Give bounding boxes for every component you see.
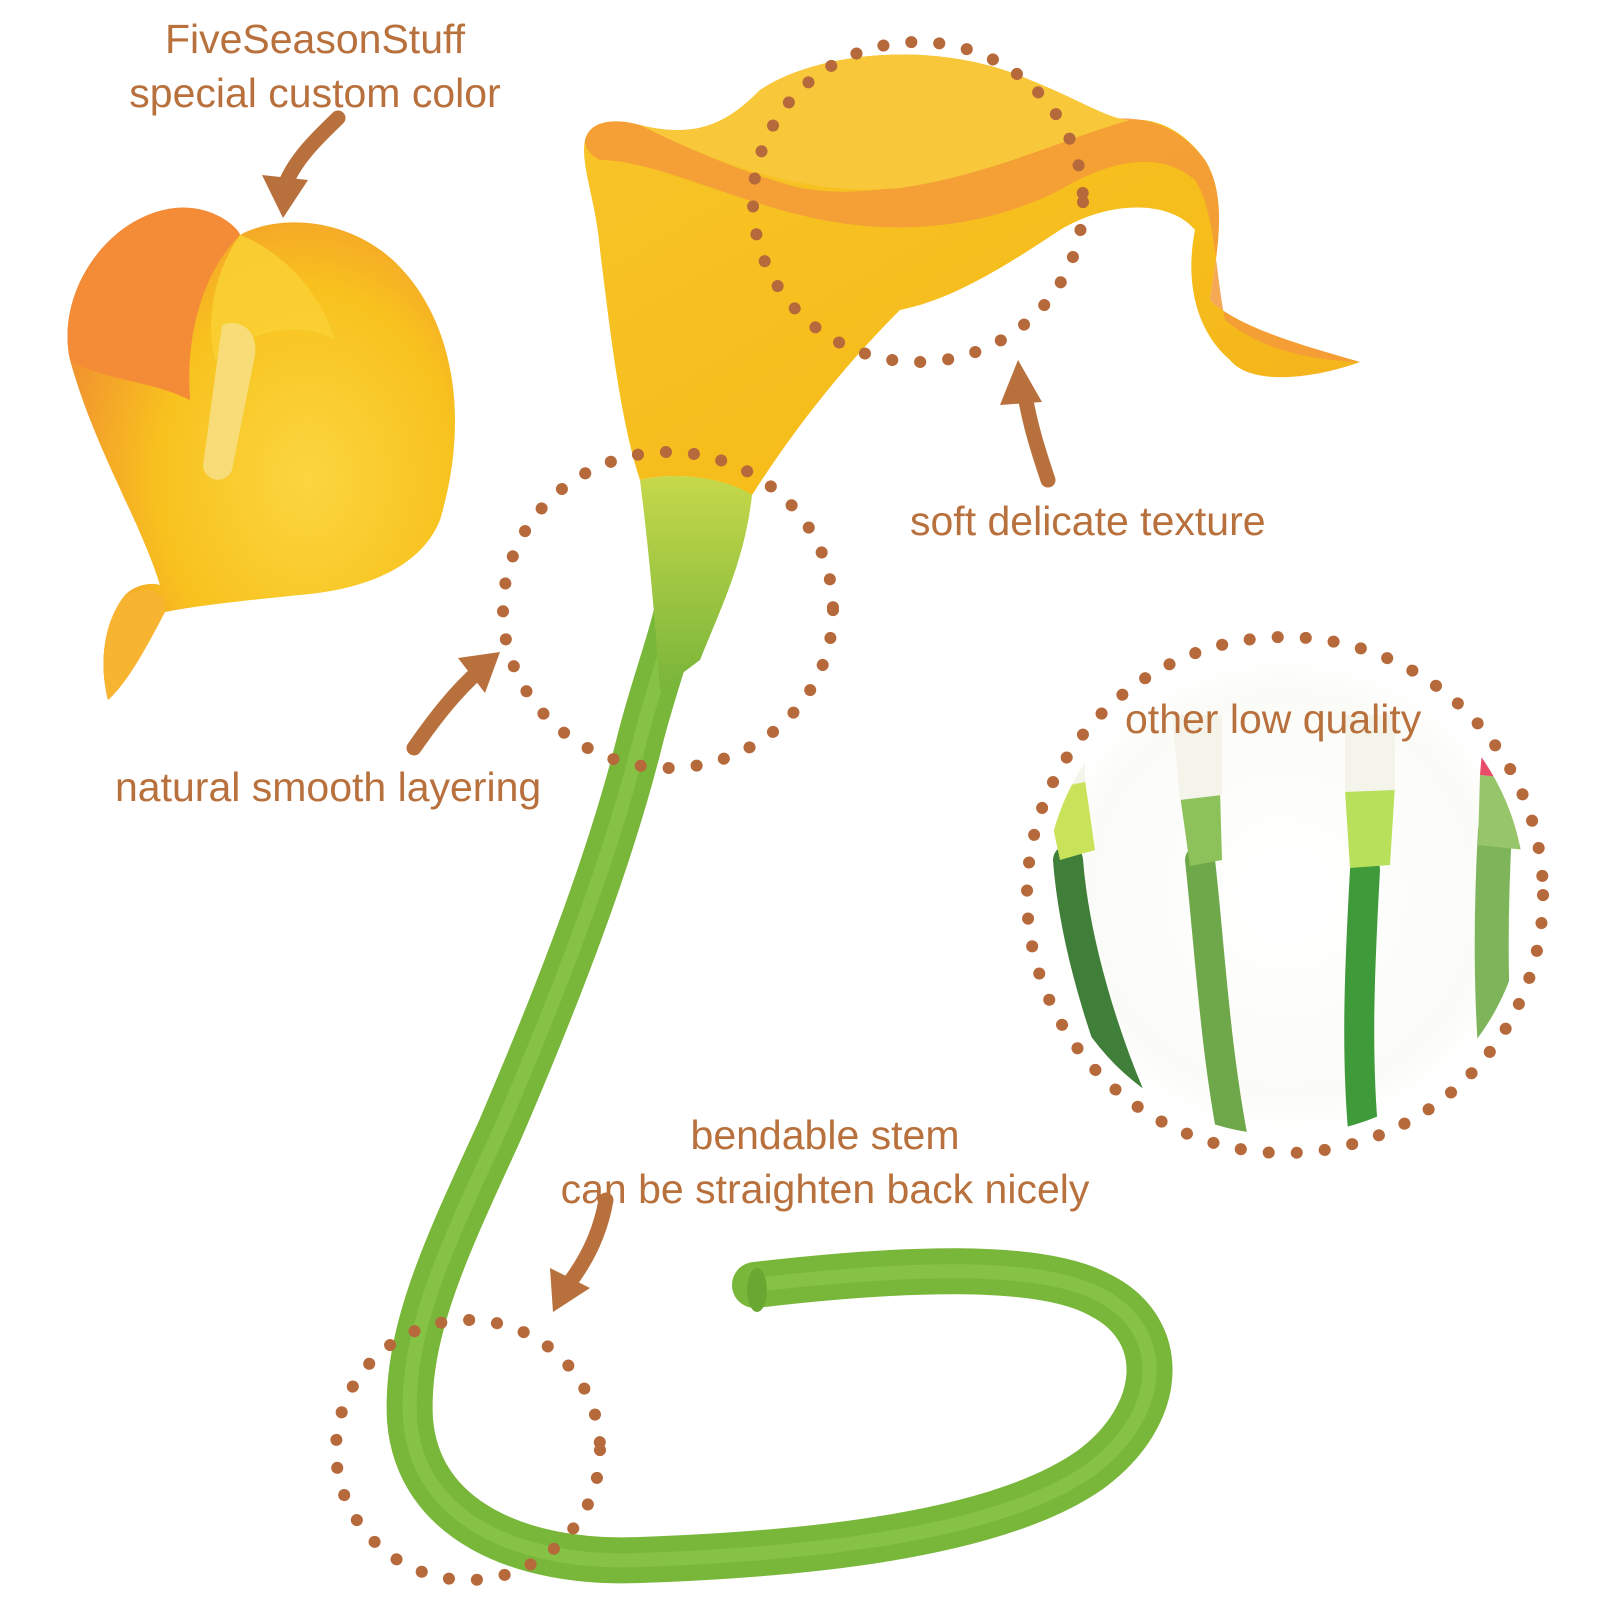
custom-color-flower-photo: [67, 207, 455, 700]
low-quality-label: other low quality: [1125, 696, 1422, 742]
low-quality-highlight-ring: [1021, 631, 1549, 1159]
annotation-arrows: [262, 110, 1056, 1312]
bendable-stem-label-desc: can be straighten back nicely: [560, 1166, 1090, 1212]
custom-color-label-brand: FiveSeasonStuff: [164, 16, 466, 62]
layering-highlight-ring: [497, 446, 839, 774]
bendable-stem-label-title: bendable stem: [690, 1112, 960, 1158]
calla-lily-photo: [386, 54, 1360, 1584]
custom-color-arrow-icon: [262, 110, 346, 218]
custom-color-label-desc: special custom color: [129, 70, 501, 116]
custom-color-label: FiveSeasonStuff special custom color: [125, 12, 505, 120]
bendable-stem-label: bendable stem can be straighten back nic…: [525, 1108, 1125, 1216]
texture-highlight-ring: [747, 36, 1089, 368]
layering-label: natural smooth layering: [115, 764, 542, 810]
bendable-stem-arrow-icon: [550, 1192, 614, 1312]
stem-highlight-ring: [330, 1314, 606, 1586]
texture-arrow-icon: [1000, 360, 1056, 488]
layering-arrow-icon: [406, 652, 500, 756]
texture-label: soft delicate texture: [910, 498, 1266, 544]
dotted-highlight-rings: [330, 36, 1549, 1586]
